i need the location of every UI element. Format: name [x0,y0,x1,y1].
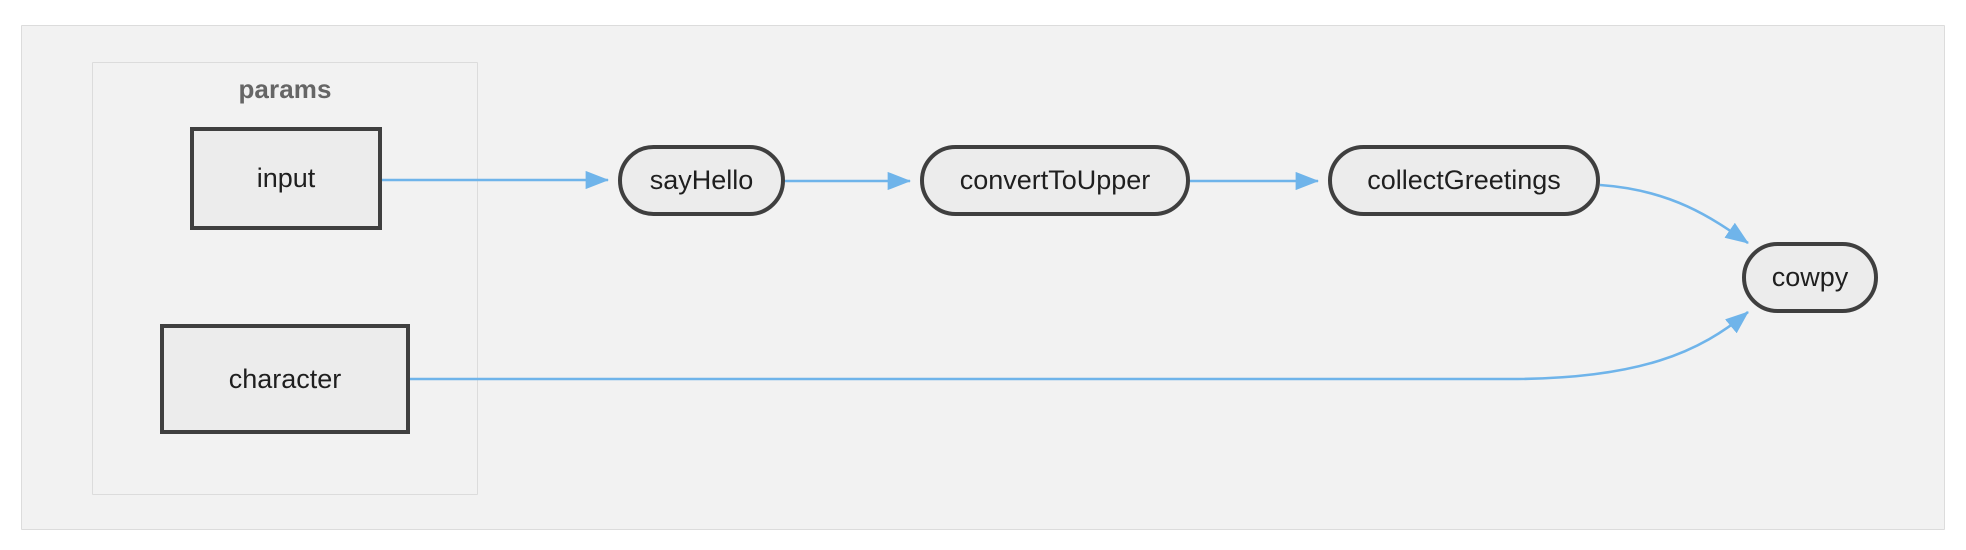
node-collectgreetings[interactable]: collectGreetings [1328,145,1600,216]
node-converttoupper-label: convertToUpper [959,165,1151,195]
node-sayhello-label: sayHello [649,165,754,195]
node-character[interactable]: character [160,324,410,434]
node-cowpy-label: cowpy [1771,262,1849,292]
node-sayhello[interactable]: sayHello [618,145,785,216]
node-cowpy[interactable]: cowpy [1742,242,1878,313]
node-character-label: character [228,363,342,394]
node-input-label: input [256,163,316,193]
subgraph-params-label: params [238,74,332,104]
node-converttoupper[interactable]: convertToUpper [920,145,1190,216]
node-input[interactable]: input [190,127,382,230]
node-collectgreetings-label: collectGreetings [1367,165,1561,195]
